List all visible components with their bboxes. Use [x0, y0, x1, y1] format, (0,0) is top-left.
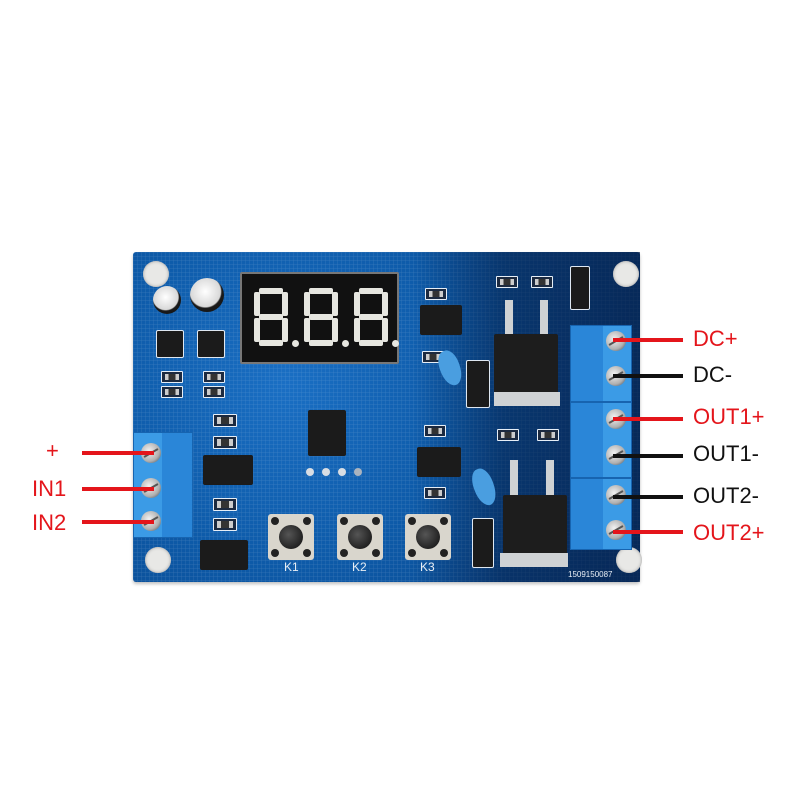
programming-pad: [338, 468, 346, 476]
wire-in2: [82, 520, 154, 524]
optocoupler-top: [420, 305, 462, 335]
mounting-hole-bottom-right: [616, 547, 642, 573]
display-digit-3: [354, 288, 399, 347]
mosfet-2-legs: [510, 460, 518, 500]
microcontroller-ic: [308, 410, 346, 456]
label-dc-minus: DC-: [693, 362, 733, 387]
button-k1-cap: [279, 525, 303, 549]
smd-resistor: [497, 429, 519, 441]
mosfet-2-legs: [546, 460, 554, 500]
mosfet-1: [494, 334, 558, 394]
mosfet-2: [503, 495, 567, 555]
mosfet-1-legs: [505, 300, 513, 340]
diode-bottom: [472, 518, 494, 568]
wire-plus: [82, 451, 154, 455]
label-out1-plus: OUT1+: [693, 404, 765, 429]
smd-resistor: [213, 436, 237, 449]
optocoupler-in2: [200, 540, 248, 570]
label-in1: IN1: [32, 476, 67, 501]
display-digit-2: [304, 288, 349, 347]
programming-pad: [306, 468, 314, 476]
button-k2-cap: [348, 525, 372, 549]
smd-resistor: [537, 429, 559, 441]
wire-in1: [82, 487, 154, 491]
wire-out2-minus: [613, 495, 683, 499]
smd-resistor: [203, 371, 225, 383]
wire-out1-plus: [613, 417, 683, 421]
smd-resistor: [425, 288, 447, 300]
smd-resistor: [213, 414, 237, 427]
button-k1-label: K1: [284, 560, 299, 574]
seven-segment-display: [240, 272, 399, 364]
smd-led: [424, 487, 446, 499]
label-out2-plus: OUT2+: [693, 520, 765, 545]
programming-pad: [322, 468, 330, 476]
button-k3[interactable]: [405, 514, 451, 560]
wire-dc-minus: [613, 374, 683, 378]
label-plus: +: [46, 438, 59, 463]
wire-dc-plus: [613, 338, 683, 342]
smd-resistor: [213, 518, 237, 531]
smd-resistor: [161, 371, 183, 383]
button-k2-label: K2: [352, 560, 367, 574]
smd-resistor: [496, 276, 518, 288]
mounting-hole-top-right: [613, 261, 639, 287]
diode-middle: [466, 360, 490, 408]
smd-led: [203, 386, 225, 398]
optocoupler-middle: [417, 447, 461, 477]
electrolytic-capacitor-large: [190, 278, 224, 312]
smd-resistor: [161, 386, 183, 398]
mosfet-1-legs: [540, 300, 548, 340]
voltage-regulator-2: [197, 330, 225, 358]
serial-number: 1509150087: [568, 570, 613, 579]
programming-pad: [354, 468, 362, 476]
diode-top: [570, 266, 590, 310]
smd-resistor: [424, 425, 446, 437]
button-k3-cap: [416, 525, 440, 549]
label-in2: IN2: [32, 510, 67, 535]
voltage-regulator-1: [156, 330, 184, 358]
smd-resistor: [213, 498, 237, 511]
wire-out1-minus: [613, 454, 683, 458]
display-digit-1: [254, 288, 299, 347]
mounting-hole-top-left: [143, 261, 169, 287]
smd-resistor: [531, 276, 553, 288]
button-k2[interactable]: [337, 514, 383, 560]
label-out2-minus: OUT2-: [693, 483, 759, 508]
label-dc-plus: DC+: [693, 326, 738, 351]
button-k1[interactable]: [268, 514, 314, 560]
mosfet-1-tab: [494, 392, 560, 406]
electrolytic-capacitor-small: [153, 286, 181, 314]
mounting-hole-bottom-left: [145, 547, 171, 573]
mosfet-2-tab: [500, 553, 568, 567]
optocoupler-in1: [203, 455, 253, 485]
wire-out2-plus: [613, 530, 683, 534]
label-out1-minus: OUT1-: [693, 441, 759, 466]
button-k3-label: K3: [420, 560, 435, 574]
